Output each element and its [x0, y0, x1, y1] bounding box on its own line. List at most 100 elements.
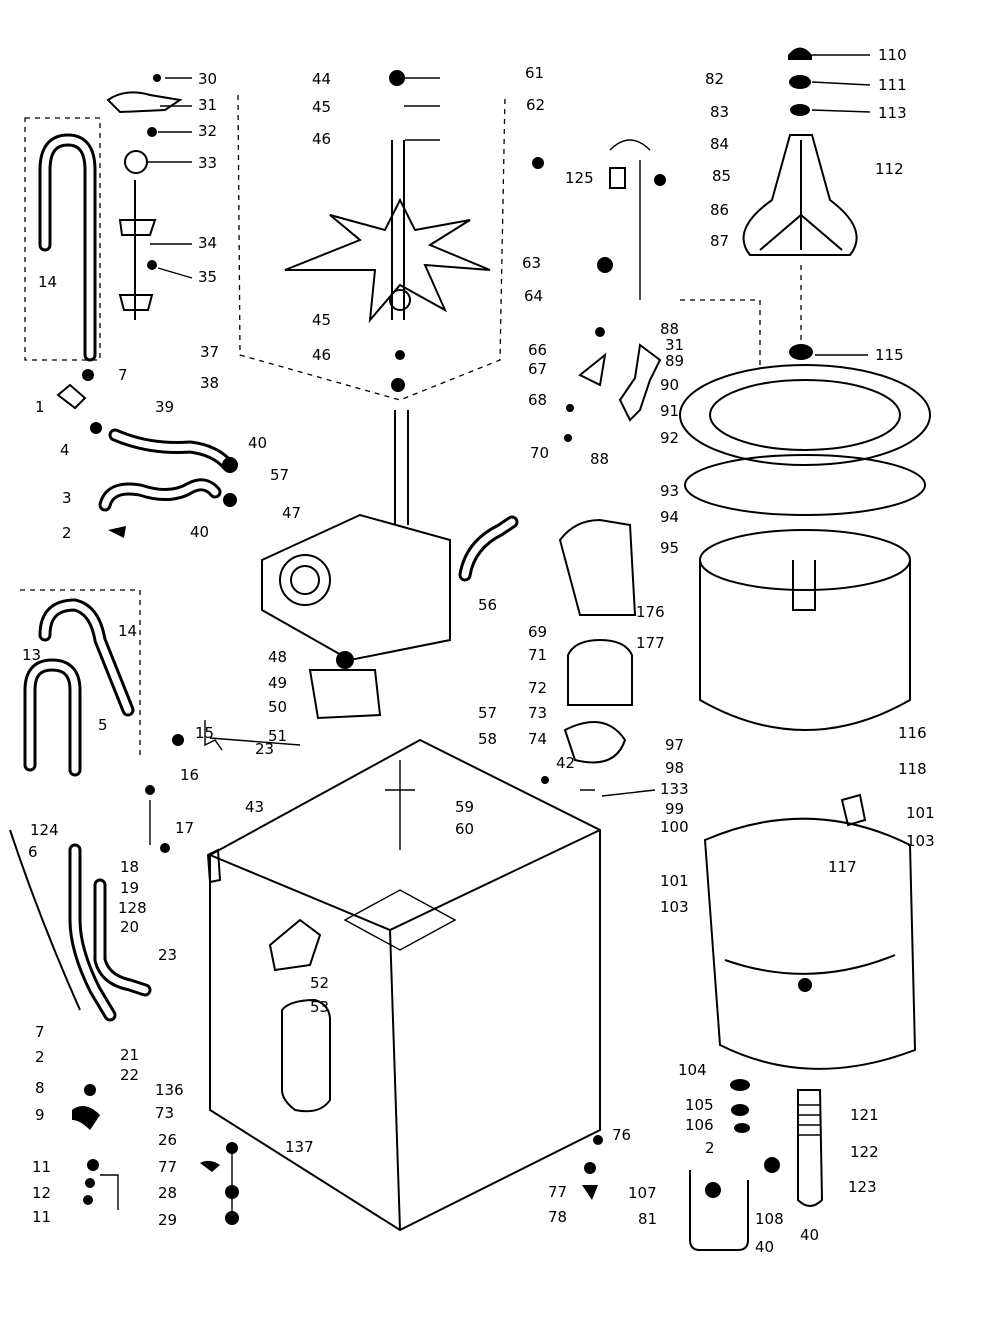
callout-7-b: 7 [35, 1023, 45, 1041]
callout-62: 62 [526, 96, 545, 114]
callout-39: 39 [155, 398, 174, 416]
callout-87: 87 [710, 232, 729, 250]
transmission-box [237, 94, 506, 401]
cable-82 [609, 139, 651, 300]
suspension-rod [385, 760, 415, 850]
callout-104: 104 [678, 1061, 707, 1079]
tub-ring-92 [684, 454, 926, 516]
callout-2-b: 2 [705, 1139, 715, 1157]
part-104 [730, 1079, 750, 1091]
cap-113 [790, 104, 810, 116]
callout-92: 92 [660, 429, 679, 447]
callout-121: 121 [850, 1106, 879, 1124]
callout-52: 52 [310, 974, 329, 992]
clamp-40-drain-b [705, 1182, 721, 1198]
cap-110 [788, 47, 812, 60]
fitting-7 [82, 369, 94, 381]
callout-5: 5 [98, 716, 108, 734]
callout-37: 37 [200, 343, 219, 361]
callout-labels: 30 31 32 33 34 35 7 1 4 14 39 40 3 2 40 … [22, 46, 935, 1256]
callout-125: 125 [565, 169, 594, 187]
callout-56: 56 [478, 596, 497, 614]
callout-123: 123 [848, 1178, 877, 1196]
callout-103-b: 103 [660, 898, 689, 916]
callout-49: 49 [268, 674, 287, 692]
gearbox-housing [261, 513, 451, 662]
callout-76: 76 [612, 1126, 631, 1144]
callout-35: 35 [198, 268, 217, 286]
part-46-lower [391, 378, 405, 392]
callout-40: 40 [248, 434, 267, 452]
motor-50 [308, 669, 382, 720]
part-73 [563, 721, 627, 764]
callout-77-b: 77 [158, 1158, 177, 1176]
drain-hose-121-123 [797, 1089, 824, 1207]
callout-93: 93 [660, 482, 679, 500]
callout-97: 97 [665, 736, 684, 754]
cabinet-corner-brace [343, 889, 457, 951]
callout-136: 136 [155, 1081, 184, 1099]
callout-60: 60 [455, 820, 474, 838]
motor-cover-69 [558, 518, 637, 616]
hose-kit-box-upper [24, 117, 101, 361]
callout-2-c: 2 [35, 1048, 45, 1066]
part-63 [597, 257, 613, 273]
callout-176: 176 [636, 603, 665, 621]
callout-117: 117 [828, 858, 857, 876]
callout-48: 48 [268, 648, 287, 666]
callout-89: 89 [665, 352, 684, 370]
callout-90: 90 [660, 376, 679, 394]
callout-45-b: 45 [312, 311, 331, 329]
callout-26: 26 [158, 1131, 177, 1149]
callout-107: 107 [628, 1184, 657, 1202]
callout-113: 113 [878, 104, 907, 122]
callout-133: 133 [660, 780, 689, 798]
valve-fitting-1 [56, 383, 87, 410]
callout-47: 47 [282, 504, 301, 522]
part-34-linkage [118, 180, 157, 320]
motor-53 [281, 998, 331, 1113]
callout-6: 6 [28, 843, 38, 861]
callout-22: 22 [120, 1066, 139, 1084]
callout-69: 69 [528, 623, 547, 641]
callout-28: 28 [158, 1184, 177, 1202]
callout-108: 108 [755, 1210, 784, 1228]
callout-30: 30 [198, 70, 217, 88]
callout-95: 95 [660, 539, 679, 557]
clamp-9 [72, 1106, 100, 1130]
callout-11: 11 [32, 1158, 51, 1176]
hose-kit-box-lower [20, 589, 141, 760]
callout-99: 99 [665, 800, 684, 818]
callout-82: 82 [705, 70, 724, 88]
callout-34: 34 [198, 234, 217, 252]
pump-52 [268, 918, 322, 972]
callout-101-b: 101 [660, 872, 689, 890]
callout-63: 63 [522, 254, 541, 272]
motor-72 [567, 638, 633, 706]
part-33 [124, 150, 148, 174]
callout-81: 81 [638, 1210, 657, 1228]
fill-hose-13 [23, 658, 82, 777]
callout-20: 20 [120, 918, 139, 936]
callout-105: 105 [685, 1096, 714, 1114]
callout-40-b: 40 [190, 523, 209, 541]
part-31 [106, 91, 183, 114]
callout-91: 91 [660, 402, 679, 420]
callout-33: 33 [198, 154, 217, 172]
cap-111 [789, 75, 811, 89]
fitting-2-upper [108, 526, 126, 538]
callout-1: 1 [35, 398, 45, 416]
callout-8: 8 [35, 1079, 45, 1097]
callout-88-b: 88 [660, 320, 679, 338]
callout-106: 106 [685, 1116, 714, 1134]
callout-61: 61 [525, 64, 544, 82]
callout-43: 43 [245, 798, 264, 816]
part-44 [389, 70, 405, 86]
callout-85: 85 [712, 167, 731, 185]
tub-95 [699, 560, 911, 731]
outer-tub [703, 817, 917, 1070]
callout-57-b: 57 [478, 704, 497, 722]
callout-42: 42 [556, 754, 575, 772]
callout-53: 53 [310, 998, 329, 1016]
